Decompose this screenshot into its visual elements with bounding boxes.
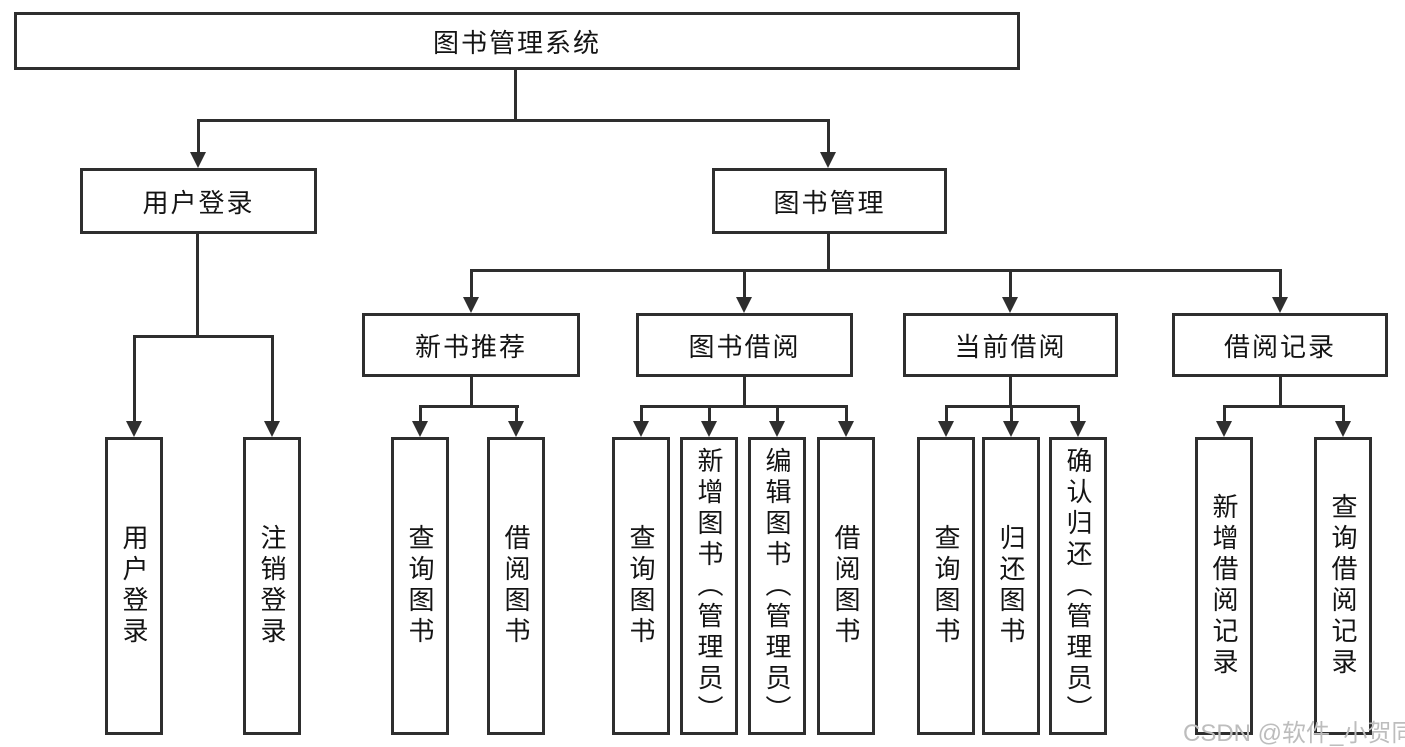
arrowhead-down-icon [1335, 421, 1351, 437]
leaf-return-book: 归还图书 [982, 437, 1040, 735]
connector-line [743, 376, 746, 408]
leaf-query-borrow-record: 查询借阅记录 [1314, 437, 1372, 735]
leaf-logout: 注销登录 [243, 437, 301, 735]
leaf-query-books-borrow: 查询图书 [612, 437, 670, 735]
connector-line [743, 269, 746, 299]
leaf-add-borrow-record: 新增借阅记录 [1195, 437, 1253, 735]
arrowhead-down-icon [264, 421, 280, 437]
connector-line [271, 335, 274, 423]
connector-line [419, 405, 519, 408]
connector-line [197, 119, 200, 154]
connector-line [1077, 405, 1080, 423]
node-root-library-system: 图书管理系统 [14, 12, 1020, 70]
node-borrow-records: 借阅记录 [1172, 313, 1388, 377]
arrowhead-down-icon [736, 297, 752, 313]
connector-line [1279, 269, 1282, 299]
connector-line [515, 405, 518, 423]
leaf-user-login: 用户登录 [105, 437, 163, 735]
arrowhead-down-icon [1272, 297, 1288, 313]
arrowhead-down-icon [463, 297, 479, 313]
leaf-query-books-recommend: 查询图书 [391, 437, 449, 735]
arrowhead-down-icon [1216, 421, 1232, 437]
leaf-edit-book-admin: 编辑图书（管理员） [748, 437, 806, 735]
connector-line [640, 405, 643, 423]
connector-line [470, 269, 473, 299]
connector-line [470, 376, 473, 408]
node-book-borrow: 图书借阅 [636, 313, 853, 377]
node-new-book-recommend: 新书推荐 [362, 313, 580, 377]
connector-line [470, 269, 1282, 272]
node-user-login: 用户登录 [80, 168, 317, 234]
connector-line [1223, 405, 1226, 423]
connector-line [197, 119, 830, 122]
connector-line [1279, 376, 1282, 408]
arrowhead-down-icon [701, 421, 717, 437]
arrowhead-down-icon [769, 421, 785, 437]
arrowhead-down-icon [938, 421, 954, 437]
leaf-borrow-books: 借阅图书 [817, 437, 875, 735]
connector-line [133, 335, 274, 338]
connector-line [133, 335, 136, 423]
arrowhead-down-icon [508, 421, 524, 437]
leaf-confirm-return-admin: 确认归还（管理员） [1049, 437, 1107, 735]
arrowhead-down-icon [190, 152, 206, 168]
node-current-borrow: 当前借阅 [903, 313, 1118, 377]
node-book-management: 图书管理 [712, 168, 947, 234]
connector-line [514, 69, 517, 122]
arrowhead-down-icon [1070, 421, 1086, 437]
leaf-query-books-current: 查询图书 [917, 437, 975, 735]
connector-line [640, 405, 848, 408]
arrowhead-down-icon [633, 421, 649, 437]
connector-line [1010, 405, 1013, 423]
arrowhead-down-icon [1002, 297, 1018, 313]
connector-line [827, 232, 830, 272]
connector-line [845, 405, 848, 423]
leaf-add-book-admin: 新增图书（管理员） [680, 437, 738, 735]
connector-line [1009, 376, 1012, 408]
leaf-borrow-books-recommend: 借阅图书 [487, 437, 545, 735]
connector-line [1009, 269, 1012, 299]
connector-line [708, 405, 711, 423]
arrowhead-down-icon [820, 152, 836, 168]
connector-line [1223, 405, 1344, 408]
arrowhead-down-icon [412, 421, 428, 437]
watermark: CSDN @软件_小贺同学 [1183, 720, 1405, 747]
arrowhead-down-icon [126, 421, 142, 437]
connector-line [1342, 405, 1345, 423]
connector-line [776, 405, 779, 423]
connector-line [419, 405, 422, 423]
connector-line [945, 405, 948, 423]
arrowhead-down-icon [1003, 421, 1019, 437]
arrowhead-down-icon [838, 421, 854, 437]
connector-line [196, 232, 199, 337]
connector-line [827, 119, 830, 154]
